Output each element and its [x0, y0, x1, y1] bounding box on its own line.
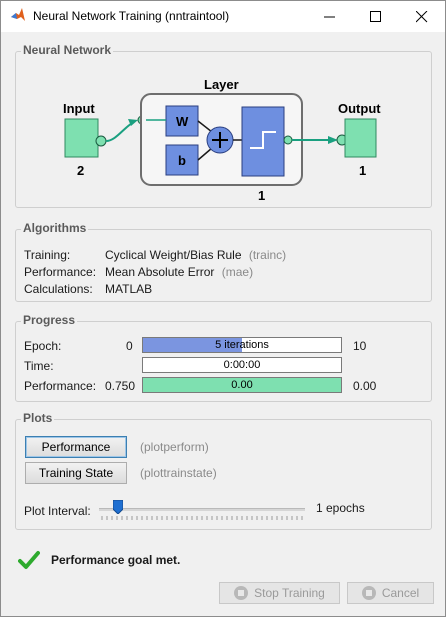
plottrainstate-fn: (plottrainstate)	[140, 466, 217, 480]
slider-thumb[interactable]	[112, 499, 124, 515]
training-fn: (trainc)	[248, 248, 287, 262]
performance-value: Mean Absolute Error (mae)	[105, 265, 254, 279]
close-button[interactable]	[399, 1, 445, 32]
plots-panel: Plots Performance (plotperform) Training…	[15, 411, 432, 530]
plot-interval-label: Plot Interval:	[24, 504, 91, 518]
stop-icon	[234, 586, 249, 600]
stop-training-button[interactable]: Stop Training	[219, 582, 340, 604]
maximize-button[interactable]	[353, 1, 399, 32]
plotperform-fn: (plotperform)	[140, 440, 209, 454]
performance-plot-button[interactable]: Performance	[25, 436, 127, 458]
calculations-value: MATLAB	[105, 282, 153, 296]
time-bar: 0:00:00	[142, 357, 342, 373]
matlab-logo-icon	[11, 8, 25, 21]
layer-size: 1	[258, 188, 265, 203]
performance-progress-bar: 0.00	[142, 377, 342, 393]
title-bar: Neural Network Training (nntraintool)	[1, 1, 445, 32]
performance-min: 0.750	[105, 379, 136, 393]
slider-track	[99, 508, 305, 511]
minimize-icon	[324, 16, 335, 18]
weight-label: W	[176, 114, 189, 129]
performance-progress-label: Performance:	[24, 379, 97, 393]
input-port-icon	[95, 135, 107, 147]
plots-title: Plots	[21, 411, 55, 425]
input-size: 2	[77, 163, 84, 178]
network-diagram: Input 2 Layer W b 1	[63, 77, 381, 203]
output-size: 1	[359, 163, 366, 178]
progress-panel: Progress Epoch: 0 5 iterations 10 Time: …	[15, 313, 432, 402]
algorithms-title: Algorithms	[21, 221, 89, 235]
window-title: Neural Network Training (nntraintool)	[33, 9, 230, 23]
progress-title: Progress	[21, 313, 78, 327]
neural-network-panel: Neural Network Input 2 Layer W b	[15, 43, 432, 208]
cancel-label: Cancel	[381, 586, 420, 600]
layer-output-port-icon	[283, 135, 293, 145]
neural-network-title: Neural Network	[21, 43, 114, 57]
stop-training-label: Stop Training	[254, 586, 325, 600]
arrow-icon	[128, 119, 138, 126]
layer-label: Layer	[204, 77, 239, 92]
plot-interval-value: 1 epochs	[316, 501, 365, 515]
cancel-icon	[361, 586, 376, 600]
maximize-icon	[370, 11, 381, 22]
arrow-icon	[328, 136, 338, 144]
epoch-progress-text: 5 iterations	[215, 339, 269, 351]
output-label: Output	[338, 101, 381, 116]
output-node	[344, 118, 377, 158]
training-value: Cyclical Weight/Bias Rule (trainc)	[105, 248, 287, 262]
training-state-plot-button[interactable]: Training State	[25, 462, 127, 484]
bias-label: b	[178, 153, 186, 168]
performance-max: 0.00	[353, 379, 377, 393]
performance-progress-fill	[143, 378, 341, 392]
epoch-progress-fill	[143, 338, 242, 352]
input-connector	[105, 121, 135, 142]
weight-block	[165, 105, 199, 137]
epoch-min: 0	[126, 339, 133, 353]
performance-fn: (mae)	[221, 265, 254, 279]
training-label: Training:	[24, 248, 71, 262]
slider-ticks	[101, 516, 303, 520]
close-icon	[416, 11, 428, 23]
epoch-label: Epoch:	[24, 339, 62, 353]
plot-interval-slider[interactable]	[99, 499, 305, 524]
checkmark-icon	[18, 551, 40, 569]
status-message: Performance goal met.	[51, 553, 181, 567]
algorithms-panel: Algorithms Training: Cyclical Weight/Bia…	[15, 221, 432, 302]
performance-progress-text: 0.00	[231, 379, 253, 391]
hardlim-icon	[250, 131, 276, 149]
time-text: 0:00:00	[223, 359, 261, 371]
performance-label: Performance:	[24, 265, 97, 279]
time-label: Time:	[24, 359, 54, 373]
epoch-max: 10	[353, 339, 367, 353]
calculations-label: Calculations:	[24, 282, 93, 296]
minimize-button[interactable]	[307, 1, 353, 32]
input-label: Input	[63, 101, 95, 116]
input-node	[64, 118, 99, 158]
cancel-button[interactable]: Cancel	[347, 582, 434, 604]
epoch-progress-bar: 5 iterations	[142, 337, 342, 353]
